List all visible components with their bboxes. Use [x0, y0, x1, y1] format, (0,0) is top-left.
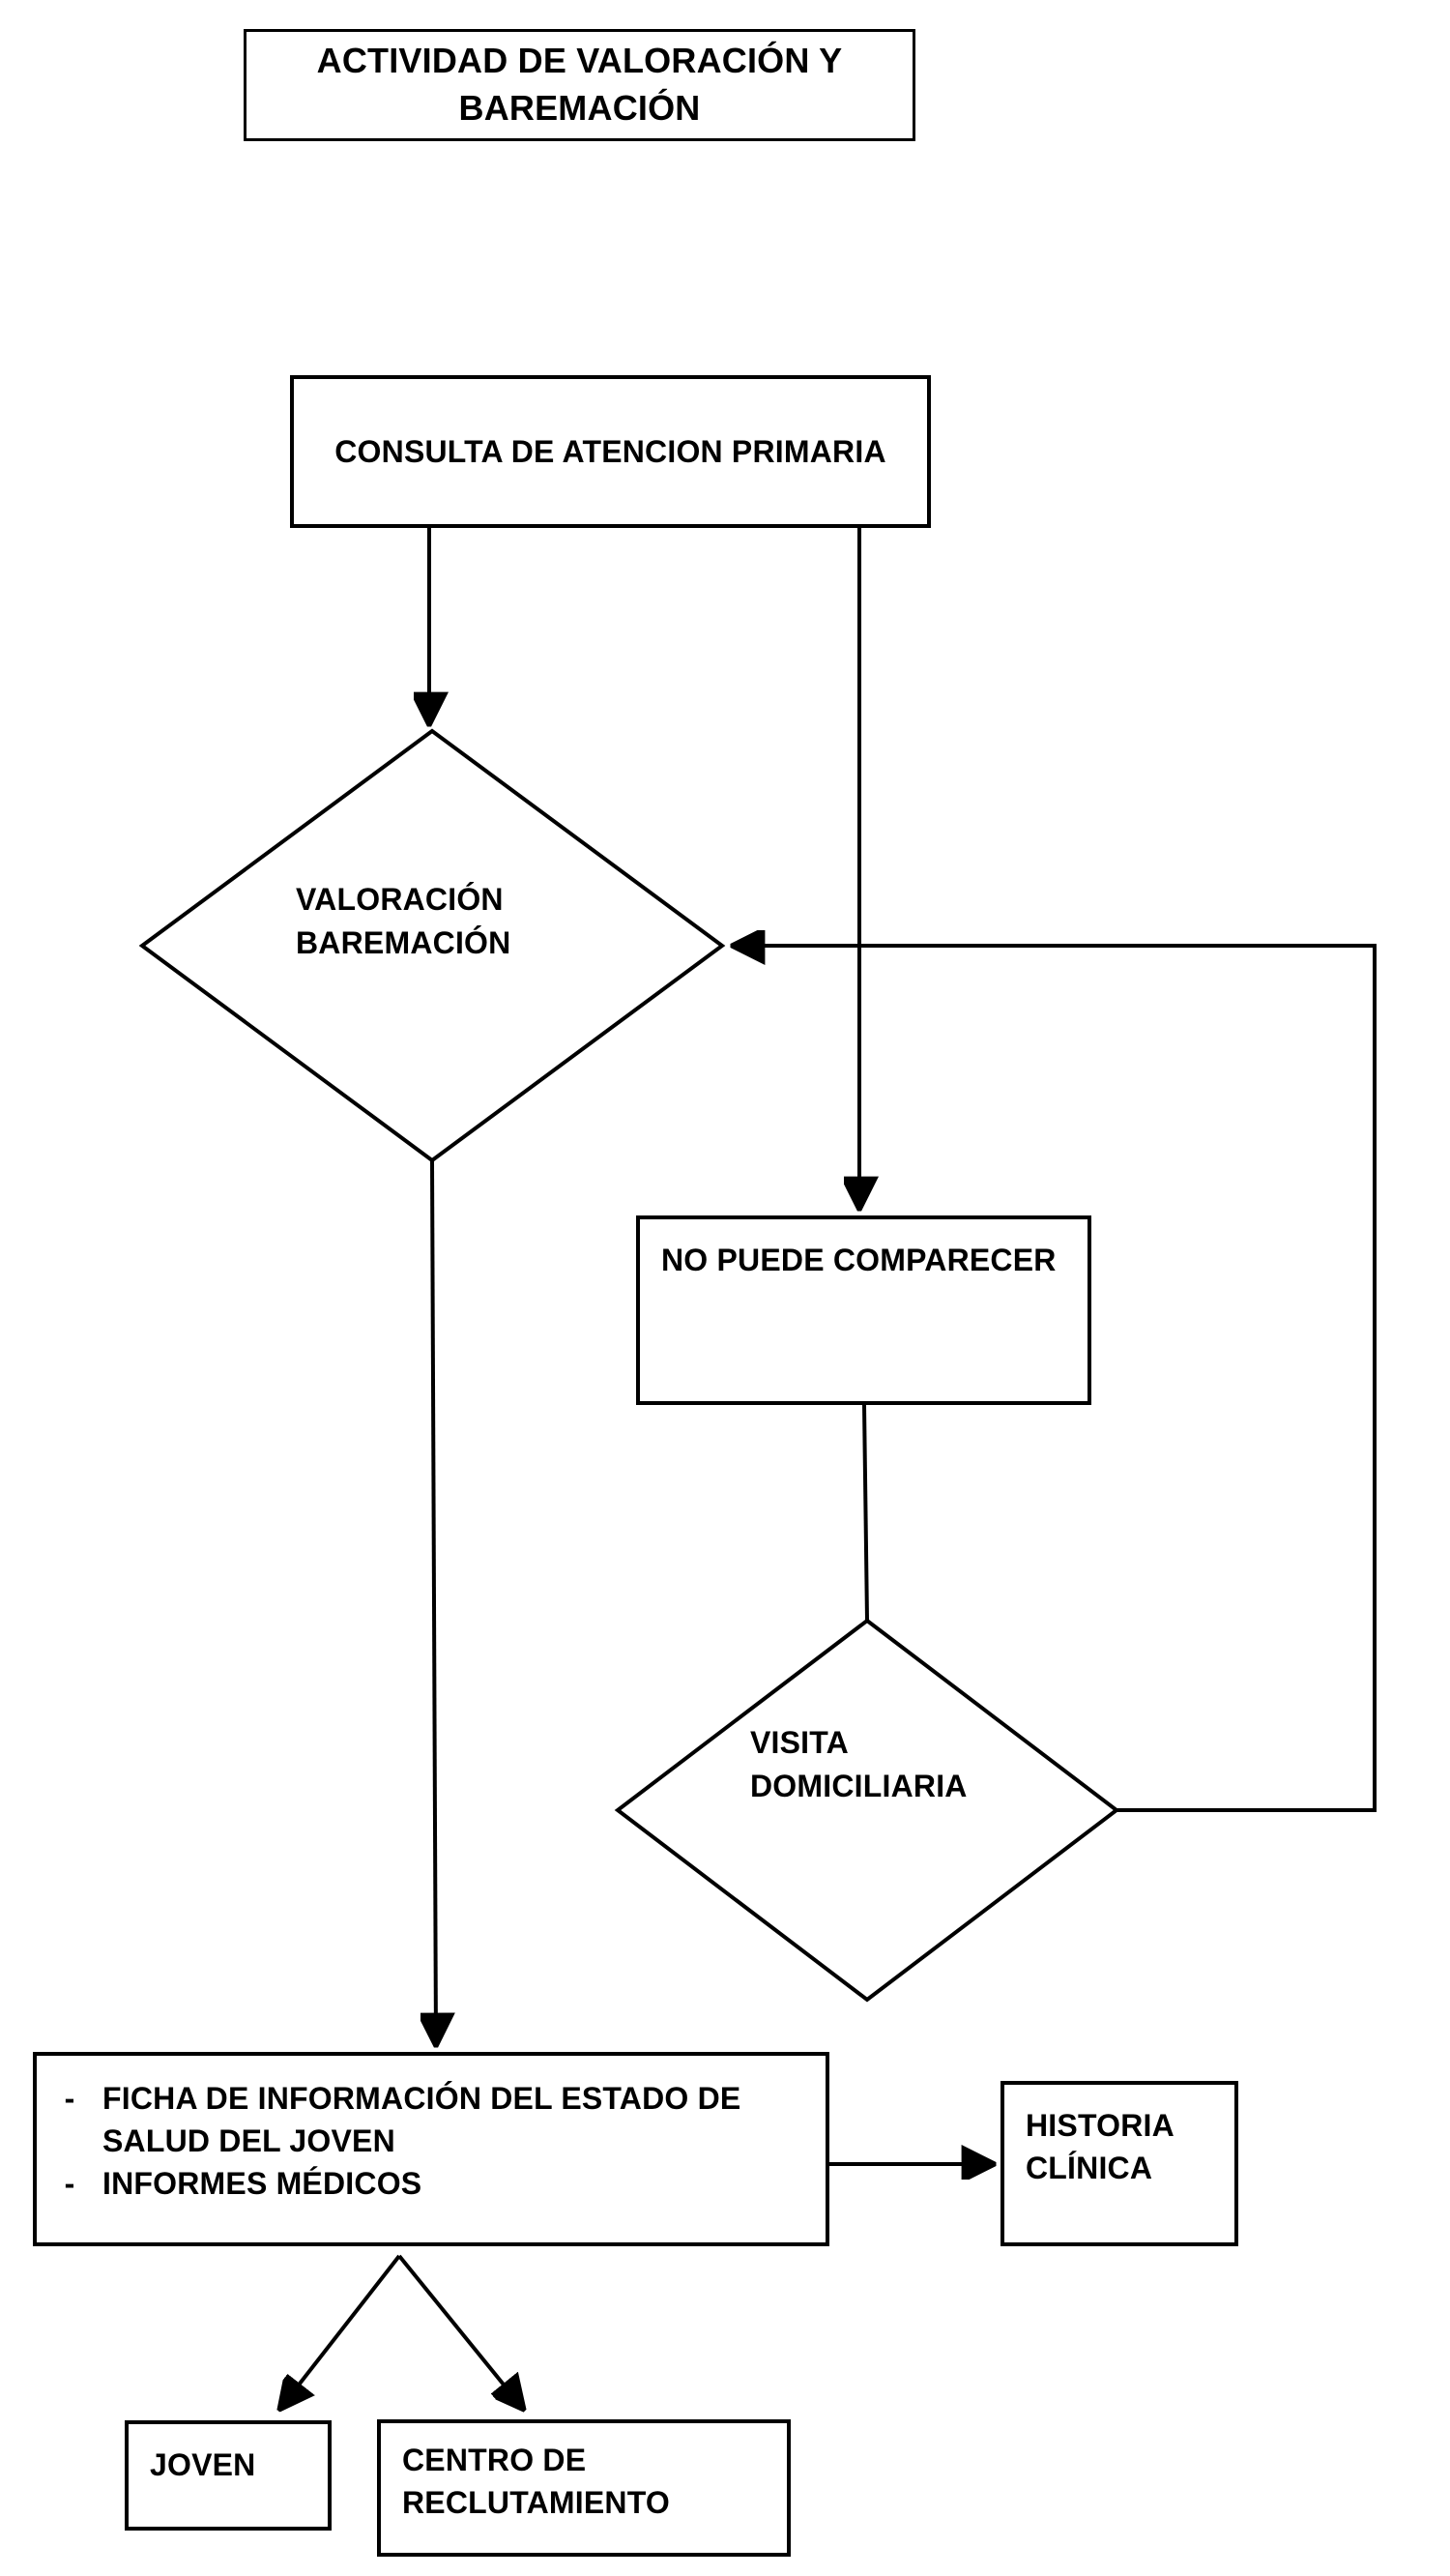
- bullet-dash: -: [64, 2166, 75, 2202]
- title-box: ACTIVIDAD DE VALORACIÓN Y BAREMACIÓN: [244, 29, 915, 141]
- valoracion-diamond-shape: [138, 728, 726, 1163]
- node-consulta: CONSULTA DE ATENCION PRIMARIA: [290, 375, 931, 528]
- node-centro-label: CENTRO DE RECLUTAMIENTO: [402, 2443, 670, 2521]
- edge-no-puede-to-visita: [862, 1404, 869, 1622]
- ficha-item: - INFORMES MÉDICOS: [37, 2162, 800, 2205]
- node-historia-label: HISTORIA CLÍNICA: [1026, 2108, 1174, 2186]
- node-consulta-label: CONSULTA DE ATENCION PRIMARIA: [334, 433, 886, 469]
- edge-visita-to-valoracion: [732, 946, 1377, 1812]
- edge-ficha-to-joven: [279, 2254, 401, 2410]
- node-visita-label: VISITA DOMICILIARIA: [750, 1725, 968, 1804]
- node-joven-label: JOVEN: [150, 2447, 256, 2482]
- edge-ficha-to-centro: [397, 2254, 524, 2410]
- ficha-item: - FICHA DE INFORMACIÓN DEL ESTADO DE SAL…: [37, 2077, 800, 2162]
- node-no-puede-label: NO PUEDE COMPARECER: [661, 1243, 1057, 1277]
- page-title: ACTIVIDAD DE VALORACIÓN Y BAREMACIÓN: [316, 41, 843, 128]
- node-centro: CENTRO DE RECLUTAMIENTO: [377, 2419, 791, 2557]
- visita-diamond-shape: [614, 1618, 1120, 2003]
- node-valoracion-label: VALORACIÓN BAREMACIÓN: [296, 882, 511, 961]
- node-no-puede: NO PUEDE COMPARECER: [636, 1215, 1091, 1405]
- node-historia: HISTORIA CLÍNICA: [1000, 2081, 1238, 2246]
- bullet-dash: -: [64, 2081, 75, 2116]
- node-joven: JOVEN: [125, 2420, 332, 2531]
- edge-valoracion-to-ficha: [432, 1159, 436, 2046]
- node-ficha: - FICHA DE INFORMACIÓN DEL ESTADO DE SAL…: [33, 2052, 829, 2246]
